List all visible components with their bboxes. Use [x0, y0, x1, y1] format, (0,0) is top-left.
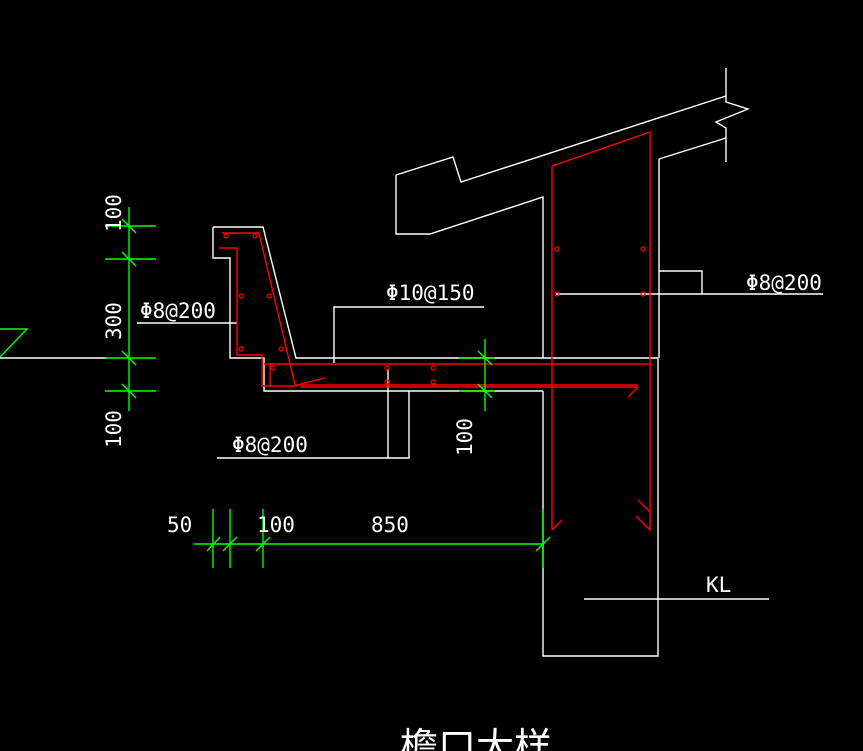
label-beam-tag: KL	[706, 573, 731, 597]
dim-tick	[477, 383, 493, 399]
left-section-mark	[0, 328, 29, 358]
dim-text-100-bottom: 100	[102, 410, 126, 448]
roof-slab-right-lower	[658, 137, 727, 160]
rebar-dot	[430, 365, 436, 371]
hook-beam-right	[637, 499, 651, 513]
rebar-dot	[640, 291, 646, 297]
drawing-title: 檐口大样	[400, 725, 552, 751]
rebar-dot	[554, 291, 560, 297]
hook-slab-end	[627, 386, 639, 398]
concrete-outline	[0, 68, 823, 657]
dim-tick	[222, 536, 238, 552]
slab-top-bar	[264, 131, 651, 530]
leader-slab-rebar	[333, 306, 484, 363]
label-gutter-bottom-rebar: Φ8@200	[232, 433, 308, 457]
rebar-dot	[270, 365, 276, 371]
beam-outline-left	[542, 358, 659, 657]
rebar-dot	[252, 233, 258, 239]
rebar-dot	[640, 246, 646, 252]
gutter-wall-inner-bar	[219, 247, 297, 387]
dim-text-100-top: 100	[102, 194, 126, 232]
annotations: Φ8@200 Φ8@200 Φ10@150 Φ8@200 KL 100 300 …	[102, 194, 822, 751]
rebar-dot	[223, 233, 229, 239]
gutter-stirrup	[222, 232, 638, 386]
rebar-dot	[278, 346, 284, 352]
dim-tick	[206, 536, 221, 552]
roof-slab-lower	[395, 175, 544, 358]
dim-text-300: 300	[102, 302, 126, 340]
hook-gutter	[299, 377, 326, 385]
label-beam-rebar: Φ8@200	[746, 271, 822, 295]
dim-text-850: 850	[371, 513, 409, 537]
dim-tick	[121, 350, 137, 366]
dimension-lines	[0, 207, 551, 568]
dim-tick	[255, 536, 271, 552]
leader-beam-box	[659, 270, 703, 294]
rebar-dot	[554, 246, 560, 252]
rebar-dot	[384, 379, 390, 385]
dim-tick	[121, 251, 137, 267]
rebar-dot	[238, 346, 244, 352]
dim-text-slab-thickness: 100	[453, 418, 477, 456]
dim-text-100: 100	[257, 513, 295, 537]
dim-tick	[121, 383, 137, 399]
dim-tick	[535, 536, 551, 552]
rebar-dot	[384, 365, 390, 371]
label-gutter-wall-rebar: Φ8@200	[140, 299, 216, 323]
rebar	[219, 131, 651, 532]
roof-slab-upper	[395, 95, 727, 183]
dim-tick	[477, 350, 493, 366]
rebar-dot	[430, 379, 436, 385]
dim-tick	[121, 218, 137, 234]
dim-text-50: 50	[167, 513, 192, 537]
leader-gutter-bottom-box	[388, 391, 410, 459]
rebar-dot	[266, 293, 272, 299]
beam-right-bar	[635, 364, 651, 532]
rebar-dot	[238, 293, 244, 299]
gutter-inner-outline	[212, 227, 543, 392]
label-slab-rebar: Φ10@150	[386, 281, 475, 305]
break-line-symbol	[714, 68, 751, 162]
hook-beam-left	[551, 519, 563, 531]
